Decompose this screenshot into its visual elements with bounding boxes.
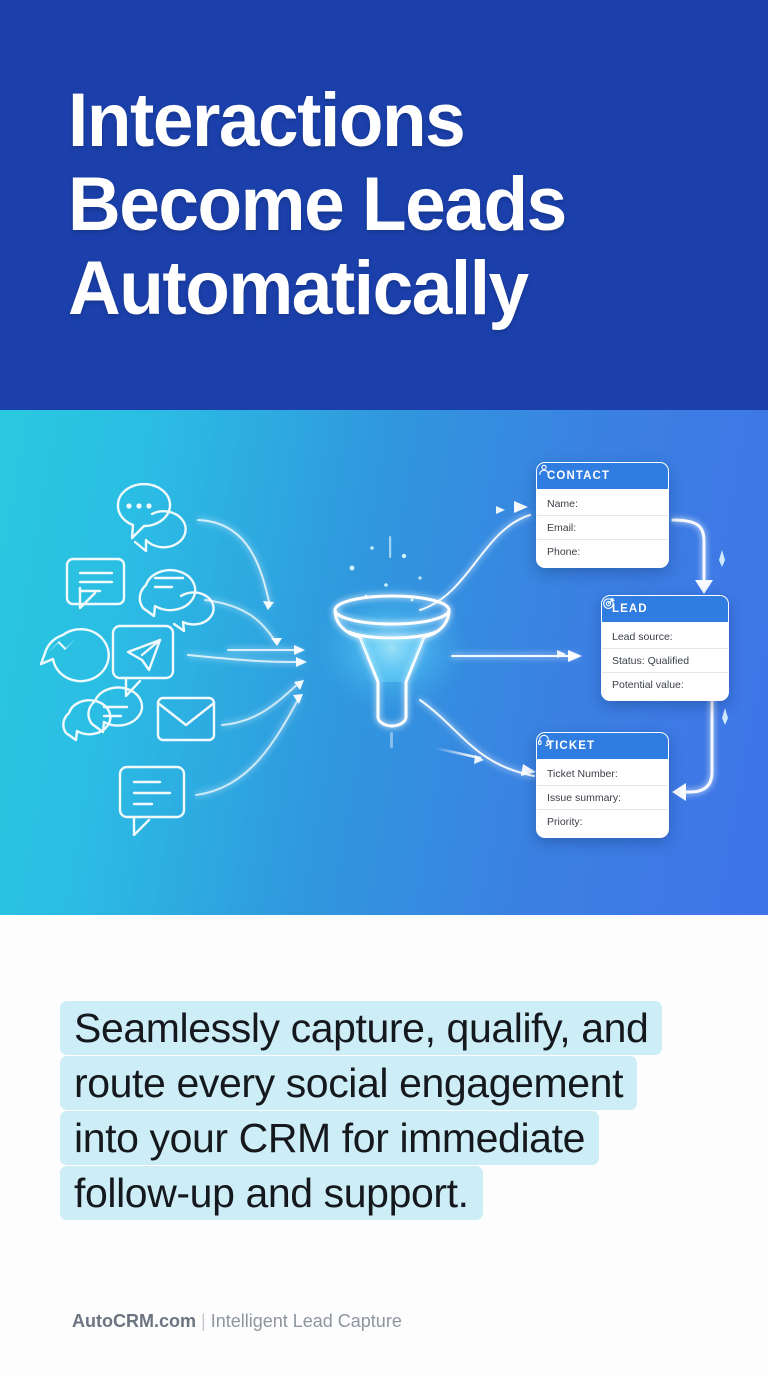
body-line: into your CRM for immediate — [60, 1111, 599, 1165]
funnel-drip — [390, 732, 393, 748]
header-banner: Interactions Become Leads Automatically — [0, 0, 768, 410]
crm-field-row: Status: Qualified — [602, 649, 728, 673]
crm-field-row: Email: — [537, 516, 668, 540]
funnel-glow — [314, 582, 470, 714]
page-title: Interactions Become Leads Automatically — [68, 78, 567, 331]
crm-card-ticket-body: Ticket Number: Issue summary: Priority: — [537, 759, 668, 837]
chat-bubble-lines-icon — [138, 568, 215, 633]
connector-arrow-ticket — [672, 783, 686, 801]
footer-tagline: Intelligent Lead Capture — [210, 1311, 402, 1331]
crm-field-row: Priority: — [547, 815, 583, 828]
funnel-sparkles — [349, 536, 422, 602]
connector-arrow-lead — [695, 580, 713, 594]
crm-card-ticket[interactable]: TICKET Ticket Number: Issue summary: Pri… — [536, 732, 669, 838]
chat-bubbles-pair-icon — [62, 686, 144, 742]
target-icon — [603, 597, 615, 609]
illustration-graphics — [39, 482, 728, 837]
crm-field-row: Name: — [537, 492, 668, 516]
illustration-panel: CONTACT Name: Email: Phone: LEAD Lead so… — [0, 410, 768, 915]
envelope-mail-icon — [156, 696, 216, 742]
crm-field-row: Lead source: — [602, 625, 728, 649]
crm-card-contact-header: CONTACT — [537, 463, 668, 489]
connector-spark-1 — [719, 550, 725, 567]
body-line: route every social engagement — [60, 1056, 638, 1110]
inflow-lines — [187, 519, 303, 796]
body-section: Seamlessly capture, qualify, and route e… — [0, 915, 768, 1376]
outflow-streaks — [433, 508, 562, 760]
crm-card-contact-body: Name: Email: Phone: — [537, 489, 668, 567]
connector-lead-to-ticket — [682, 680, 714, 794]
message-square-lines-icon — [65, 557, 126, 610]
body-line: Seamlessly capture, qualify, and — [60, 1001, 663, 1055]
connector-spark-2 — [722, 708, 728, 725]
crm-field-row: Phone: — [547, 545, 581, 558]
crm-field-row: Ticket Number: — [537, 762, 668, 786]
outflow-arrowheads — [474, 501, 582, 776]
comment-box-icon — [118, 765, 186, 837]
crm-card-contact-title: CONTACT — [547, 470, 611, 482]
telegram-paper-plane-icon — [111, 624, 175, 698]
body-copy: Seamlessly capture, qualify, and route e… — [60, 1001, 720, 1221]
crm-card-lead-header: LEAD — [602, 596, 728, 622]
crm-card-ticket-title: TICKET — [547, 740, 596, 752]
crm-card-ticket-header: TICKET — [537, 733, 668, 759]
crm-card-lead[interactable]: LEAD Lead source: Status: Qualified Pote… — [601, 595, 729, 701]
headset-icon — [537, 734, 551, 747]
footer-brand: AutoCRM.com — [72, 1311, 196, 1331]
connector-contact-to-lead — [671, 518, 706, 584]
messenger-icon — [39, 628, 110, 683]
body-line: follow-up and support. — [60, 1166, 483, 1220]
chat-bubble-dots-icon — [116, 482, 187, 553]
crm-card-lead-body: Lead source: Status: Qualified Potential… — [602, 622, 728, 700]
crm-field-row: Potential value: — [612, 678, 684, 691]
footer: AutoCRM.com|Intelligent Lead Capture — [72, 1311, 402, 1332]
crm-card-lead-title: LEAD — [612, 603, 648, 615]
funnel-icon — [333, 594, 451, 728]
crm-field-row: Issue summary: — [537, 786, 668, 810]
person-icon — [539, 464, 549, 475]
funnel-inner-light — [360, 639, 424, 682]
footer-separator: | — [201, 1311, 206, 1331]
inflow-arrowheads — [263, 601, 307, 704]
crm-card-contact[interactable]: CONTACT Name: Email: Phone: — [536, 462, 669, 568]
